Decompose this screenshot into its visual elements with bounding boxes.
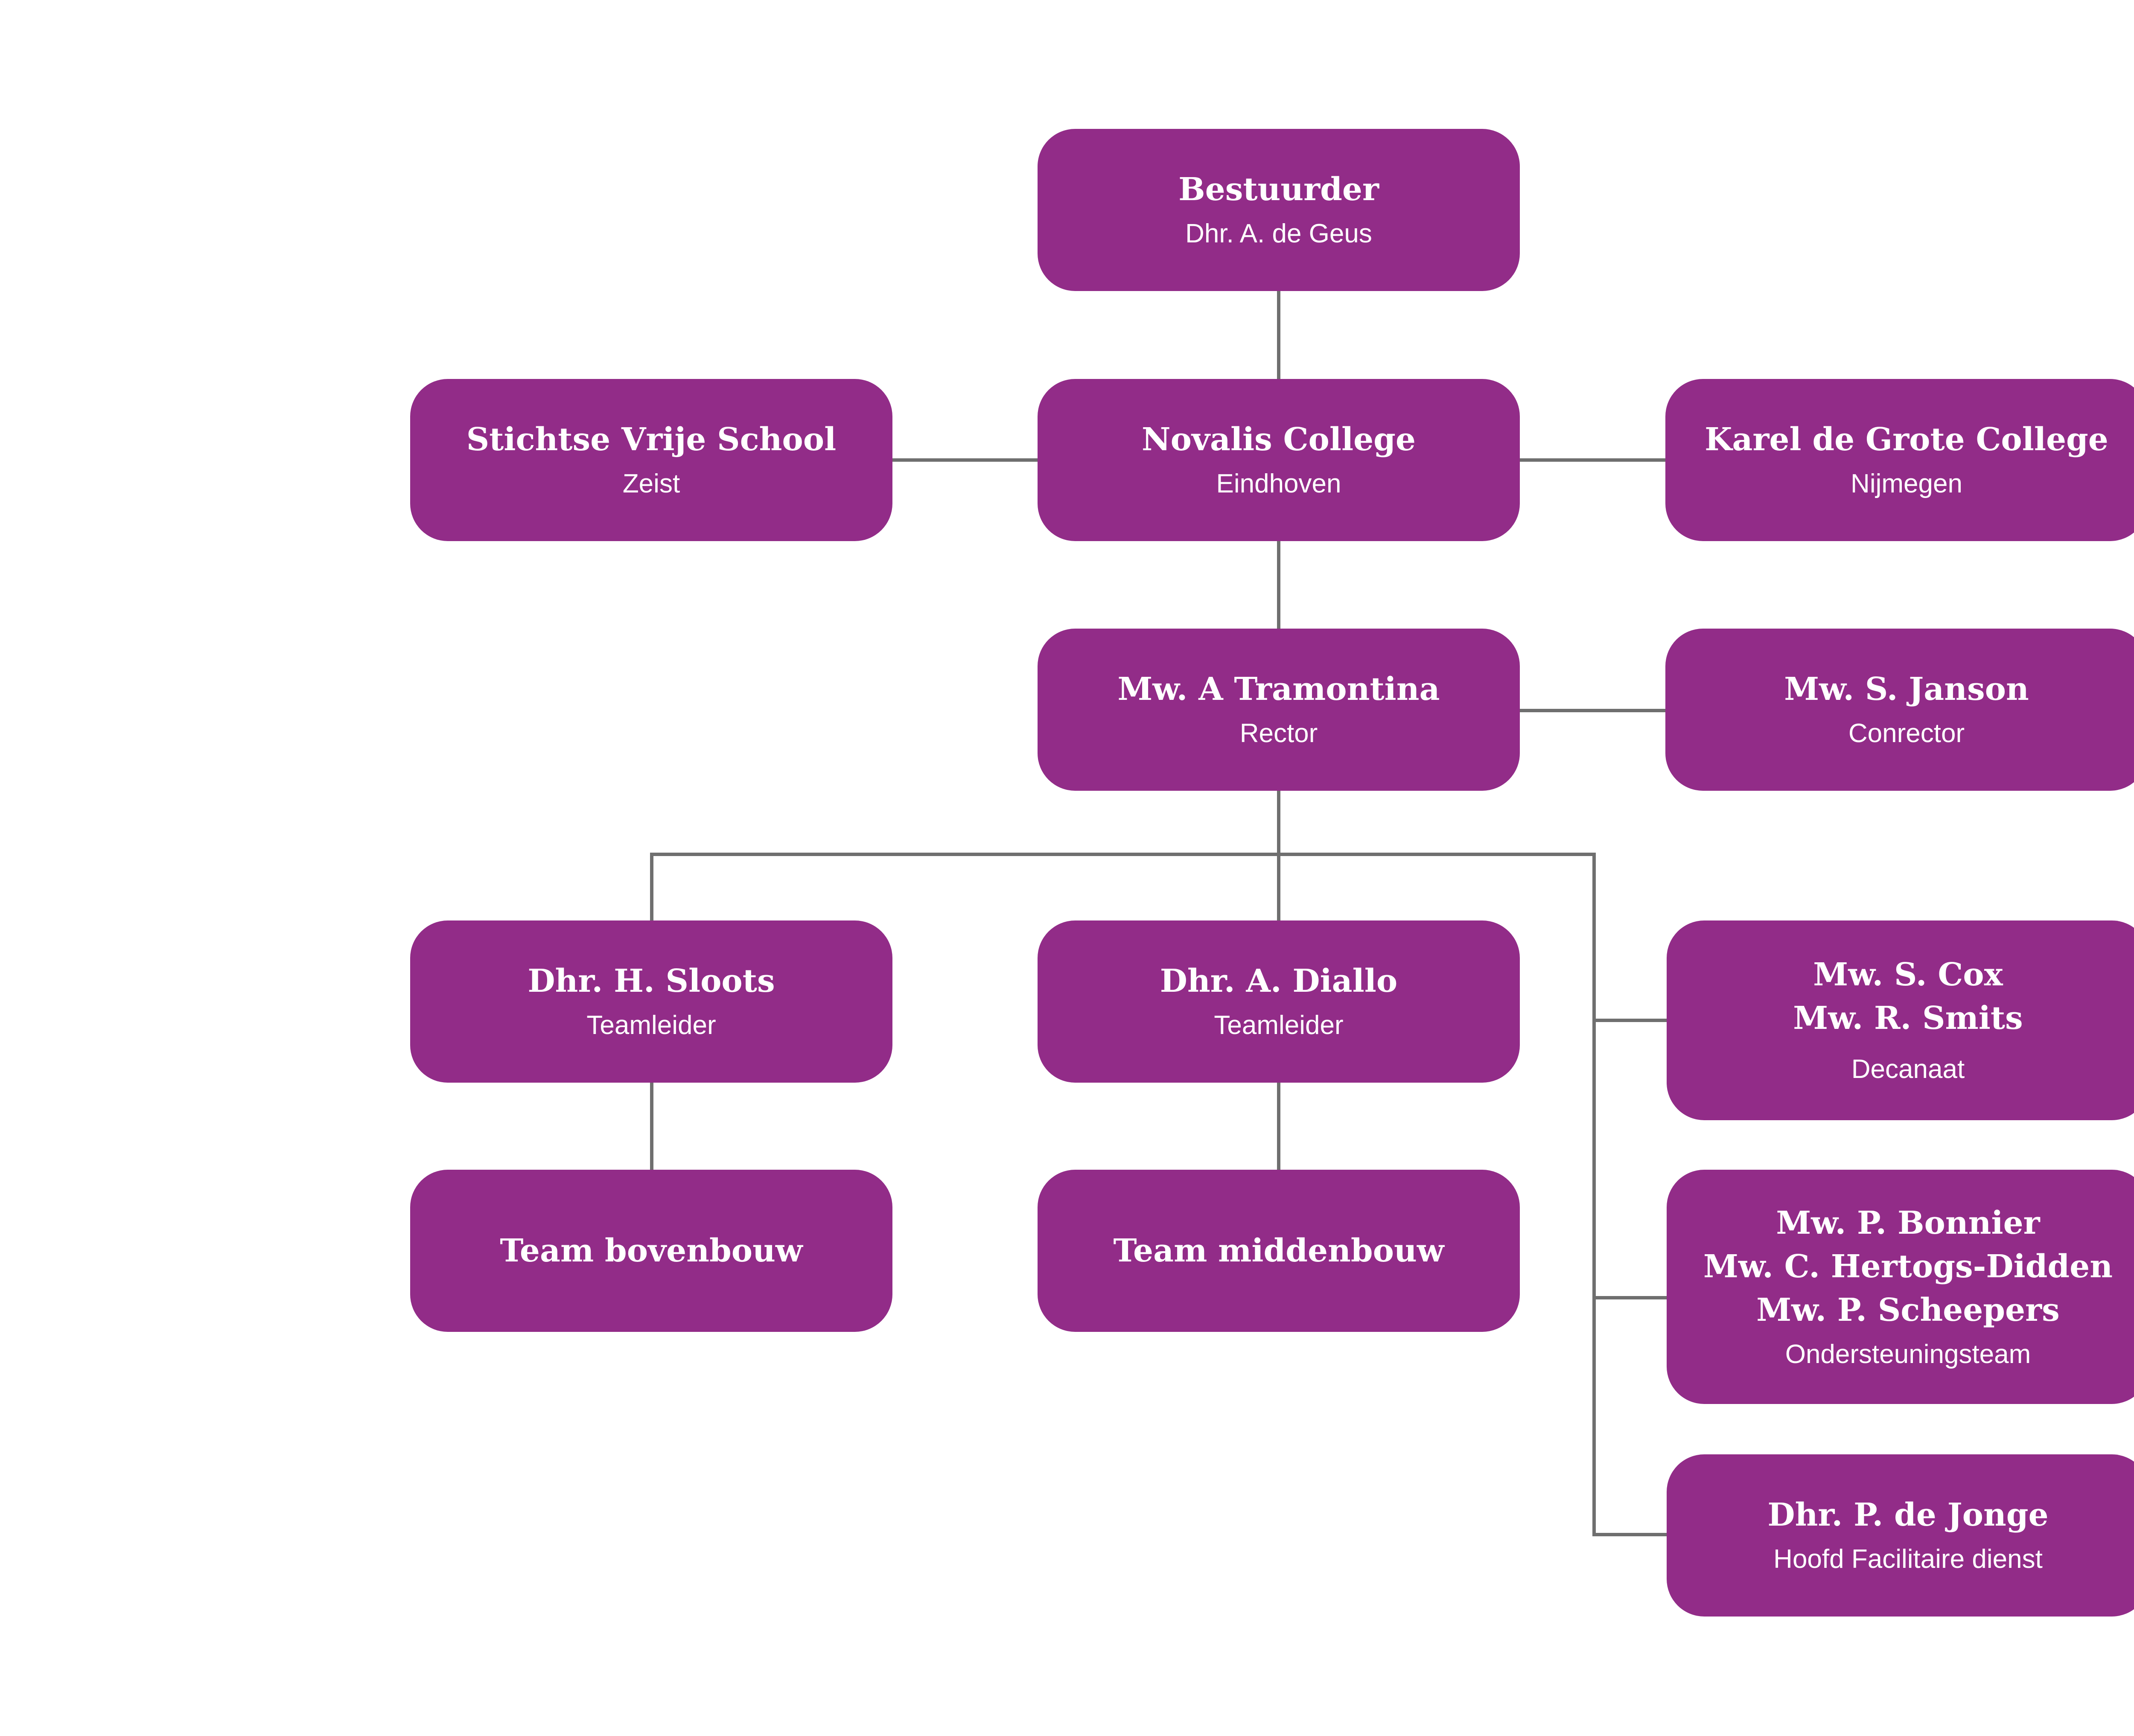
node-title: Team middenbouw xyxy=(1113,1232,1444,1269)
node-team-bovenbouw: Team bovenbouw xyxy=(410,1170,892,1332)
node-title: Mw. A Tramontina xyxy=(1117,671,1440,708)
node-title: Mw. S. Janson xyxy=(1784,671,2029,708)
connector-to-ondersteuning xyxy=(1592,1296,1668,1299)
node-decanaat: Mw. S. Cox Mw. R. Smits Decanaat xyxy=(1667,920,2134,1120)
connector-tramontina-janson xyxy=(1516,709,1665,712)
connector-novalis-tramontina xyxy=(1277,540,1280,629)
node-subtitle: Zeist xyxy=(622,469,680,498)
node-teamleider-diallo: Dhr. A. Diallo Teamleider xyxy=(1038,920,1520,1083)
node-title-line: Mw. C. Hertogs-Didden xyxy=(1703,1248,2113,1285)
connector-diallo-middenbouw xyxy=(1277,1081,1280,1171)
node-subtitle: Hoofd Facilitaire dienst xyxy=(1773,1544,2043,1574)
node-title: Team bovenbouw xyxy=(500,1232,803,1269)
connector-bestuurder-novalis xyxy=(1277,290,1280,380)
node-bestuurder: Bestuurder Dhr. A. de Geus xyxy=(1038,129,1520,291)
connector-stichtse-novalis xyxy=(892,458,1041,462)
node-team-middenbouw: Team middenbouw xyxy=(1038,1170,1520,1332)
node-subtitle: Teamleider xyxy=(1214,1011,1344,1040)
node-subtitle: Conrector xyxy=(1848,719,1965,748)
node-subtitle: Ondersteuningsteam xyxy=(1785,1339,2031,1369)
node-title: Novalis College xyxy=(1142,421,1416,458)
node-title: Bestuurder xyxy=(1178,171,1379,208)
connector-sloots-bovenbouw xyxy=(650,1081,653,1171)
node-subtitle: Nijmegen xyxy=(1851,469,1962,498)
node-ondersteuningsteam: Mw. P. Bonnier Mw. C. Hertogs-Didden Mw.… xyxy=(1667,1170,2134,1404)
node-title: Dhr. P. de Jonge xyxy=(1767,1497,2049,1533)
node-title-line: Mw. P. Scheepers xyxy=(1756,1291,2060,1328)
node-hoofd-facilitaire-dienst: Dhr. P. de Jonge Hoofd Facilitaire diens… xyxy=(1667,1454,2134,1617)
connector-novalis-karel xyxy=(1516,458,1665,462)
node-rector: Mw. A Tramontina Rector xyxy=(1038,629,1520,791)
node-title: Dhr. A. Diallo xyxy=(1160,963,1398,999)
node-subtitle: Rector xyxy=(1239,719,1318,748)
node-title: Karel de Grote College xyxy=(1705,421,2108,458)
node-novalis-college: Novalis College Eindhoven xyxy=(1038,379,1520,541)
node-subtitle: Teamleider xyxy=(586,1011,716,1040)
node-conrector: Mw. S. Janson Conrector xyxy=(1665,629,2134,791)
node-title-line: Mw. P. Bonnier xyxy=(1776,1204,2040,1241)
node-subtitle: Eindhoven xyxy=(1216,469,1341,498)
node-karel-de-grote-college: Karel de Grote College Nijmegen xyxy=(1665,379,2134,541)
connector-right-vertical xyxy=(1592,853,1596,1536)
connector-branch-sloots xyxy=(650,853,653,922)
node-title-line: Mw. R. Smits xyxy=(1793,1000,2023,1037)
connector-horizontal-branch xyxy=(650,853,1596,856)
node-subtitle: Dhr. A. de Geus xyxy=(1185,219,1372,248)
connector-to-decanaat xyxy=(1592,1019,1668,1022)
node-title: Stichtse Vrije School xyxy=(466,421,837,458)
node-teamleider-sloots: Dhr. H. Sloots Teamleider xyxy=(410,920,892,1083)
node-subtitle: Decanaat xyxy=(1851,1054,1965,1084)
connector-to-jonge xyxy=(1592,1533,1668,1536)
node-title: Dhr. H. Sloots xyxy=(528,963,775,999)
node-title-line: Mw. S. Cox xyxy=(1813,956,2003,993)
node-stichtse-vrije-school: Stichtse Vrije School Zeist xyxy=(410,379,892,541)
